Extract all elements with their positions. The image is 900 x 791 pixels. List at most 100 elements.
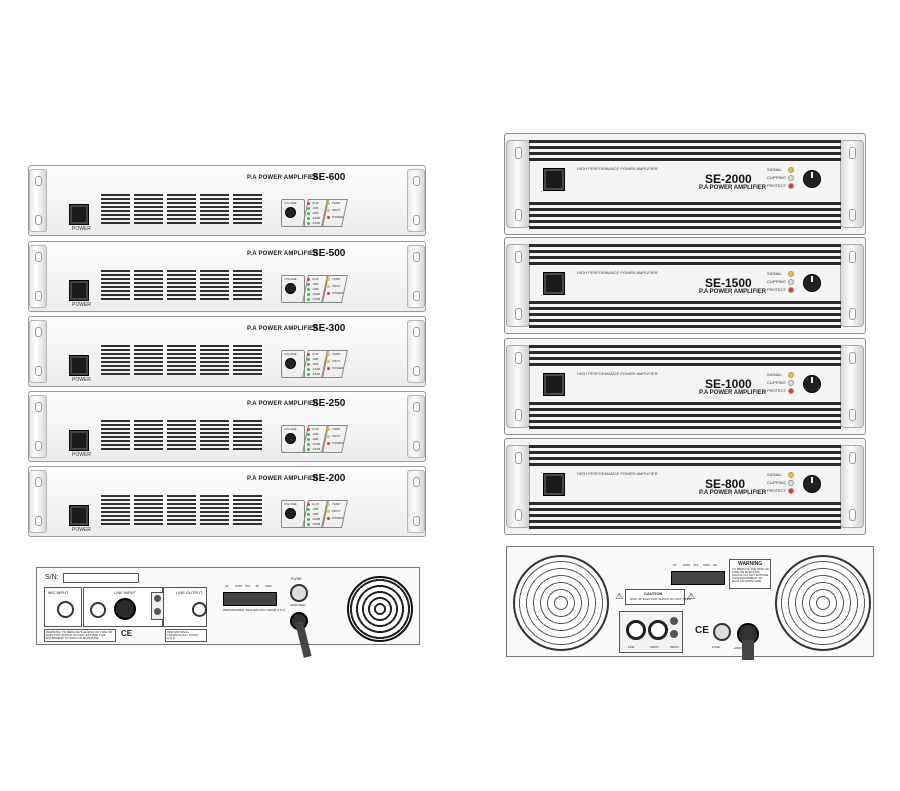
amp-model: SE-800 — [705, 477, 746, 491]
status-led — [307, 438, 310, 441]
vent-grille — [134, 194, 163, 226]
bottom-vent-stripes — [529, 502, 841, 532]
led-label: TEMP — [332, 277, 341, 281]
indicator-label: PROTECT — [767, 183, 787, 188]
status-led — [307, 523, 310, 526]
gain-knob[interactable] — [803, 475, 821, 493]
volume-knob[interactable] — [285, 433, 296, 444]
vent-grille — [200, 345, 229, 377]
vent-grille — [233, 345, 262, 377]
power-switch[interactable] — [69, 505, 89, 526]
volume-label: VOLUME — [284, 427, 297, 431]
fuse-label: FUSE — [291, 576, 302, 581]
power-label: POWER — [72, 226, 91, 232]
input-panel: LINK INPUT INPUT — [619, 611, 683, 653]
status-led — [327, 442, 330, 445]
rack-ear — [407, 320, 425, 383]
rack-ear — [29, 245, 47, 308]
warning-box — [44, 629, 116, 642]
warning-text: TO REDUCE THE RISK OF FIRE OR ELECTRIC S… — [732, 567, 770, 583]
vent-grille — [101, 420, 130, 452]
led-label: PROT — [332, 359, 341, 363]
voltage-label: ~220V — [733, 646, 742, 650]
status-led — [307, 443, 310, 446]
power-switch[interactable] — [69, 280, 89, 301]
amp-title: P.A POWER AMPLIFIER — [247, 251, 318, 257]
led-label: CLIP — [312, 201, 319, 205]
volume-knob[interactable] — [285, 358, 296, 369]
vent-grille — [167, 420, 196, 452]
led-label: -6dB — [312, 211, 319, 215]
status-led — [327, 428, 330, 431]
power-switch[interactable] — [543, 373, 565, 396]
status-led — [327, 353, 330, 356]
rack-ear — [506, 445, 530, 528]
rack-ear — [840, 445, 864, 528]
power-switch[interactable] — [69, 430, 89, 451]
xlr-connector-icon — [114, 598, 136, 620]
amp-model: SE-2000 — [705, 172, 752, 186]
vent-grille — [167, 194, 196, 226]
gain-knob[interactable] — [803, 170, 821, 188]
warning-box: WARNING TO REDUCE THE RISK OF FIRE OR EL… — [729, 559, 771, 589]
rca-icon — [154, 608, 161, 615]
led-label: CLIP — [312, 427, 319, 431]
tech-text: INNOVATIONAL TECHNOLOGY FROM U.S.A. — [167, 630, 198, 640]
amp-title: P.A POWER AMPLIFIER — [247, 326, 318, 332]
led-label: -3dB — [312, 206, 319, 210]
rca-icon — [154, 595, 161, 602]
power-switch[interactable] — [543, 272, 565, 295]
vent-grille — [134, 270, 163, 302]
vent-grille — [233, 194, 262, 226]
led-label: -6dB — [312, 362, 319, 366]
status-led — [307, 212, 310, 215]
caution-text: RISK OF ELECTRIC SHOCK DO NOT OPEN — [630, 597, 691, 601]
power-switch[interactable] — [543, 168, 565, 191]
rack-ear — [29, 470, 47, 533]
voltage-label: ~220V 50Hz — [289, 603, 306, 607]
led-label: -10dB — [312, 367, 321, 371]
led-label: -15dB — [312, 522, 321, 526]
status-led — [307, 363, 310, 366]
status-led — [307, 518, 310, 521]
mic-input-block: MIC INPUT — [44, 587, 82, 627]
status-led — [307, 428, 310, 431]
amp-subtitle: P.A POWER AMPLIFIER — [699, 185, 767, 191]
power-switch[interactable] — [69, 355, 89, 376]
serial-field — [63, 573, 139, 583]
led-label: PROT — [332, 284, 341, 288]
led-label: TEMP — [332, 502, 341, 506]
volume-label: VOLUME — [284, 277, 297, 281]
link-label: LINK — [628, 645, 635, 649]
vent-grille — [233, 495, 262, 527]
status-led — [307, 222, 310, 225]
power-cord-cable — [742, 640, 754, 660]
status-led — [307, 353, 310, 356]
led-label: -10dB — [312, 216, 321, 220]
gain-knob[interactable] — [803, 274, 821, 292]
power-switch[interactable] — [69, 204, 89, 225]
status-led — [307, 448, 310, 451]
status-led — [307, 503, 310, 506]
volume-label: VOLUME — [284, 201, 297, 205]
mic-jack-icon — [57, 601, 74, 618]
amp-title: P.A POWER AMPLIFIER — [247, 175, 318, 181]
rack-ear — [407, 395, 425, 458]
bottom-vent-stripes — [529, 402, 841, 432]
power-switch[interactable] — [543, 473, 565, 496]
status-led — [307, 207, 310, 210]
led-label: -15dB — [312, 447, 321, 451]
rear-panel-small: S/N: MIC INPUT LINE INPUT LINE OUTPUT CE… — [36, 567, 420, 658]
vent-grille — [134, 495, 163, 527]
terminal-label: 100V — [265, 584, 273, 588]
status-led — [307, 278, 310, 281]
volume-knob[interactable] — [285, 283, 296, 294]
amp-tagline: HIGH PERFORMANCE POWER AMPLIFIER — [577, 270, 658, 275]
amp-subtitle: P.A POWER AMPLIFIER — [699, 490, 767, 496]
volume-knob[interactable] — [285, 207, 296, 218]
volume-knob[interactable] — [285, 508, 296, 519]
gain-knob[interactable] — [803, 375, 821, 393]
